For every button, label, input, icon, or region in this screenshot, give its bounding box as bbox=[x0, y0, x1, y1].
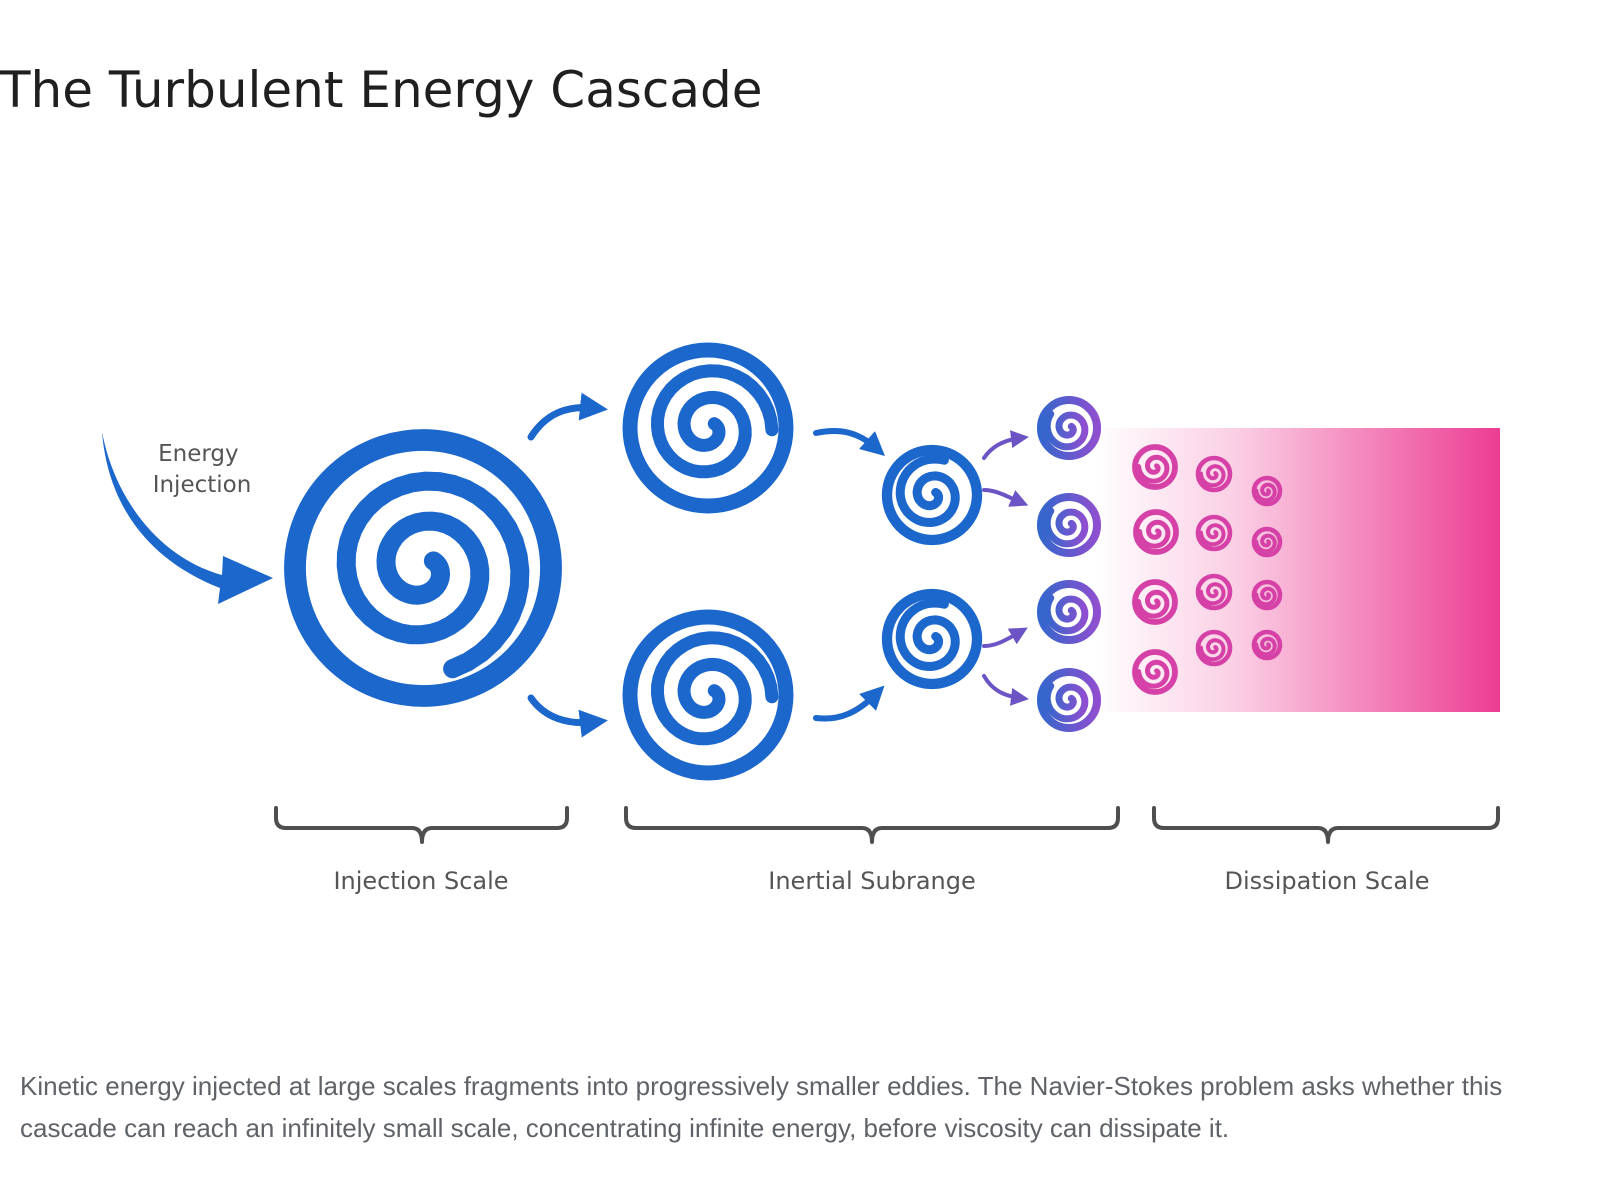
stage-label-inertial-subrange: Inertial Subrange bbox=[768, 867, 975, 895]
eddy-small-2 bbox=[1036, 492, 1102, 558]
stage-brackets bbox=[274, 806, 1500, 844]
arrow-upper-to-mid bbox=[813, 428, 885, 456]
bracket-inertial-subrange bbox=[624, 806, 1120, 844]
caption: Kinetic energy injected at large scales … bbox=[20, 1071, 1503, 1143]
page-title: The Turbulent Energy Cascade bbox=[0, 61, 763, 119]
arrow-mid-a bbox=[982, 430, 1029, 460]
eddy-large bbox=[284, 429, 562, 707]
dissipation-eddy-3 bbox=[1132, 579, 1178, 625]
stage-label-dissipation-scale: Dissipation Scale bbox=[1225, 867, 1430, 895]
energy-injection-arrow bbox=[102, 432, 273, 604]
eddies-layer bbox=[284, 342, 1283, 781]
eddy-lower bbox=[622, 609, 794, 781]
dissipation-eddy-2 bbox=[1133, 509, 1179, 555]
eddy-upper bbox=[622, 342, 794, 514]
cascade-arrows bbox=[527, 392, 1029, 738]
dissipation-eddy-1 bbox=[1132, 444, 1178, 490]
stage-label-injection-scale: Injection Scale bbox=[333, 867, 508, 895]
energy-cascade-diagram: Energy Injection Injection Scale Inertia… bbox=[102, 342, 1500, 895]
eddy-mid-lower bbox=[881, 588, 983, 690]
dissipation-eddy-5 bbox=[1195, 455, 1233, 493]
bracket-injection-scale bbox=[274, 806, 569, 844]
arrow-mid-c bbox=[982, 627, 1028, 648]
arrow-mid-d bbox=[982, 674, 1029, 706]
dissipation-eddy-12 bbox=[1251, 629, 1283, 661]
eddy-small-3 bbox=[1036, 579, 1102, 645]
arrow-large-to-lower bbox=[527, 694, 608, 738]
arrow-mid-b bbox=[982, 488, 1029, 507]
dissipation-eddy-4 bbox=[1132, 649, 1178, 695]
dissipation-eddy-8 bbox=[1195, 629, 1233, 667]
eddy-small-1 bbox=[1036, 395, 1102, 461]
arrow-lower-to-mid bbox=[813, 685, 885, 722]
dissipation-eddy-11 bbox=[1251, 579, 1283, 611]
eddy-mid-upper bbox=[881, 444, 983, 546]
eddy-small-4 bbox=[1036, 667, 1102, 733]
dissipation-eddy-7 bbox=[1195, 573, 1233, 611]
dissipation-eddy-6 bbox=[1195, 514, 1233, 552]
bracket-dissipation-scale bbox=[1152, 806, 1500, 844]
energy-injection-label: Energy Injection bbox=[153, 441, 252, 498]
dissipation-eddy-10 bbox=[1251, 526, 1283, 558]
dissipation-eddy-9 bbox=[1251, 475, 1283, 507]
arrow-large-to-upper bbox=[527, 392, 608, 441]
